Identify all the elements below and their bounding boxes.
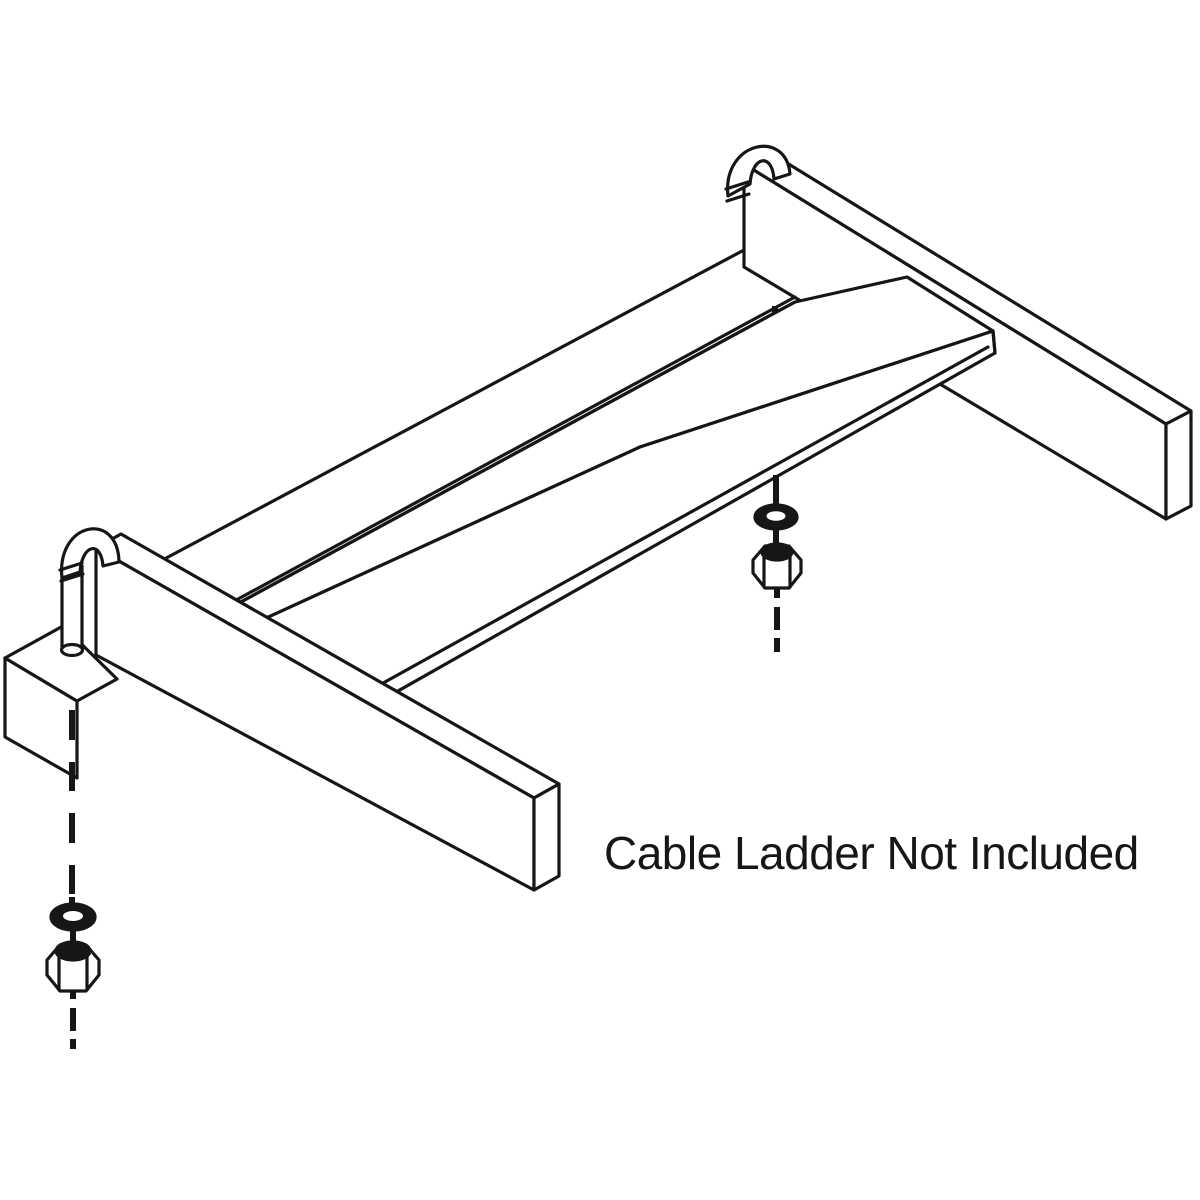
j-bolt-left-rod-fill <box>62 566 82 650</box>
rail-near-end-face <box>532 782 561 892</box>
support-bar-top-face <box>211 275 995 632</box>
support-bar-front-face <box>238 329 997 710</box>
j-bolt-left-hardware <box>45 710 101 1049</box>
j-bolt-left-base <box>59 642 85 658</box>
j-bolt-right-hardware <box>751 475 803 652</box>
j-bolt-left <box>58 527 121 658</box>
rung-top-edge <box>138 248 746 574</box>
nut-left <box>45 940 101 993</box>
washer-left <box>49 902 97 932</box>
nut-right <box>751 542 803 590</box>
support-bar-bottom-edge <box>356 345 990 699</box>
wall-bracket-plate <box>3 624 119 703</box>
rung-bar-tangent-edge <box>211 300 797 619</box>
wall-bracket <box>3 624 119 780</box>
j-bolt-right-cap <box>724 180 750 191</box>
support-bar <box>211 275 997 710</box>
ladder-rung <box>138 248 797 619</box>
j-bolt-left-cap <box>58 561 84 572</box>
rung-bottom-edge <box>214 295 797 613</box>
rail-far-end-face <box>1164 409 1193 521</box>
washer-right <box>753 503 799 531</box>
j-bolt-right <box>724 144 792 203</box>
ladder-rail-near <box>94 532 561 892</box>
caption: Cable Ladder Not Included <box>604 827 1139 879</box>
support-bar-end-edge <box>991 329 997 355</box>
